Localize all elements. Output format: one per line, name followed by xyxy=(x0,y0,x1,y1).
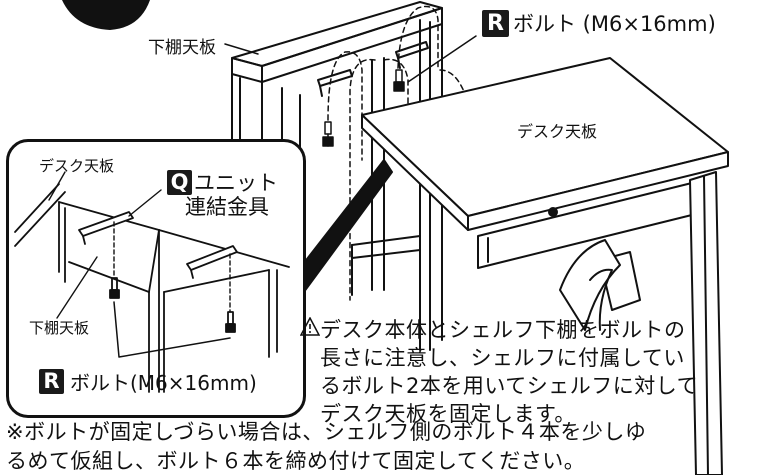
caution-line-1: デスク本体とシェルフ下棚をボルトの xyxy=(320,318,686,342)
bolt-callout-inset-text: ボルト(M6×16mm) xyxy=(70,371,257,395)
unit-bracket-badge: Q xyxy=(167,170,192,195)
inset-label-lower-shelf-top: 下棚天板 xyxy=(29,319,90,337)
lower-shelf-top-board xyxy=(231,1,443,83)
unit-bracket-callout: Q ユニット 連結金具 xyxy=(167,170,278,219)
caution-line-2: 長さに注意し、シェルフに付属してい xyxy=(320,346,685,370)
unit-callout-line1: ユニット xyxy=(194,170,278,195)
bolt-callout-inset: R ボルト(M6×16mm) xyxy=(39,367,257,396)
desk-legs xyxy=(559,171,723,475)
inset-pointer xyxy=(297,159,393,301)
unit-callout-line2: 連結金具 xyxy=(185,195,269,219)
bolt-callout-text: ボルト (M6×16mm) xyxy=(513,12,716,36)
bolt-icon xyxy=(109,277,236,333)
label-desk-top: デスク天板 xyxy=(517,122,598,141)
bolt-badge: R xyxy=(39,369,64,394)
desk-top-board xyxy=(361,57,729,231)
bolt-badge: R xyxy=(482,9,509,37)
caution-line-3: るボルト2本を用いてシェルフに対して xyxy=(320,374,699,398)
caution-line-4: デスク天板を固定します。 xyxy=(320,402,576,426)
step-number-circle xyxy=(62,0,150,30)
footnote-line-1: ※ボルトが固定しづらい場合は、シェルフ側のボルト４本を少しゆ xyxy=(6,420,647,444)
unit-bracket-inset xyxy=(78,211,238,279)
warning-triangle-icon xyxy=(300,317,320,336)
bolt-icon xyxy=(322,69,405,147)
detail-inset: デスク天板 下棚天板 Q ユニット 連結金具 R ボルト(M6×16mm) xyxy=(6,139,306,418)
footnote-line-2: るめて仮組し、ボルト６本を締め付けて固定してください。 xyxy=(6,449,586,473)
inset-label-desk-top: デスク天板 xyxy=(39,157,115,175)
inset-illustration xyxy=(14,171,290,393)
bolt-callout-main: R ボルト (M6×16mm) xyxy=(482,8,716,38)
label-lower-shelf-top: 下棚天板 xyxy=(148,38,216,58)
